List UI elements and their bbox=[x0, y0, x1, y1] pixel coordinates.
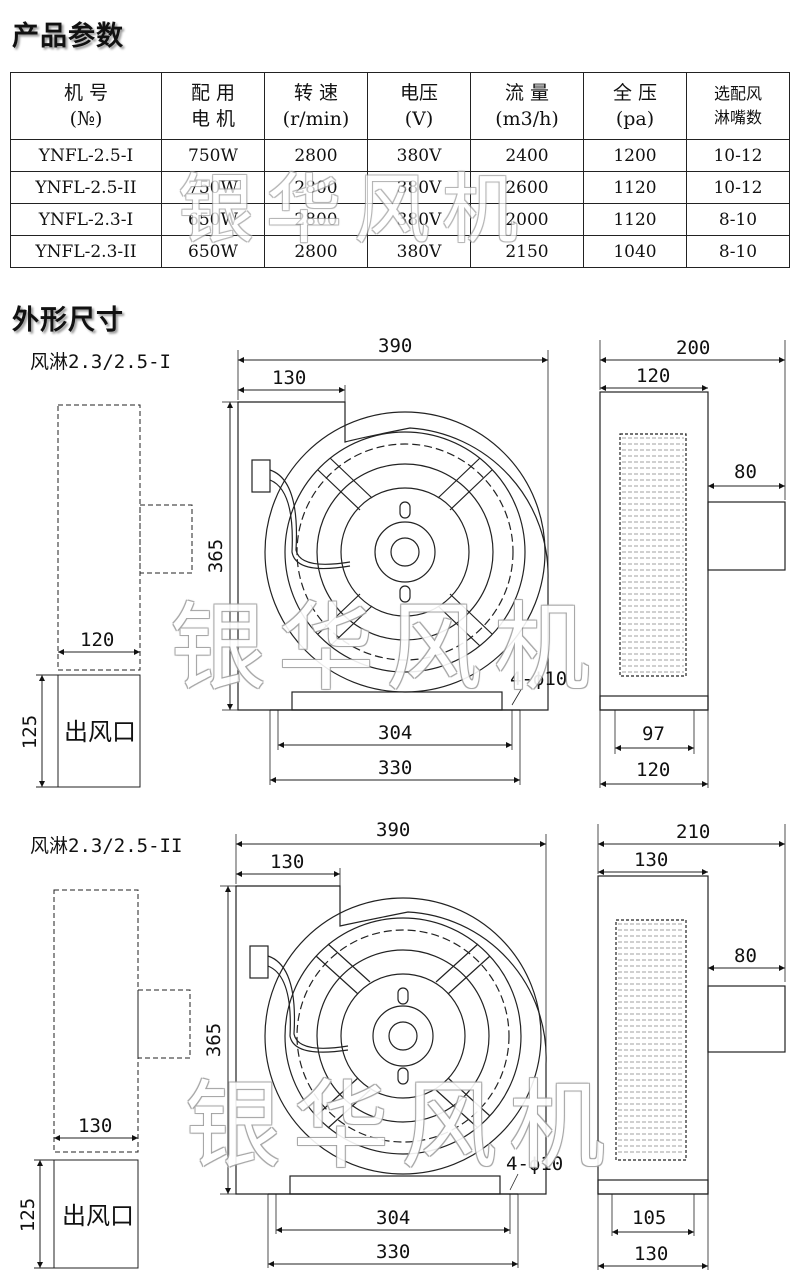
cell-flow: 2600 bbox=[470, 171, 584, 204]
cell-voltage: 380V bbox=[367, 139, 471, 172]
cell-voltage: 380V bbox=[367, 235, 471, 268]
cell-nozzles: 10-12 bbox=[686, 139, 790, 172]
cell-model: YNFL-2.5-II bbox=[10, 171, 162, 204]
cell-voltage: 380V bbox=[367, 171, 471, 204]
params-section-title: 产品参数 bbox=[12, 21, 124, 52]
cell-speed: 2800 bbox=[264, 203, 368, 236]
dim-side-front: 130 bbox=[634, 849, 668, 871]
dim-outlet-height: 125 bbox=[19, 715, 41, 749]
header-speed: 转 速(r/min) bbox=[264, 72, 368, 140]
dim-base-outer: 330 bbox=[376, 1241, 410, 1263]
cell-motor: 650W bbox=[161, 203, 265, 236]
cell-pressure: 1040 bbox=[583, 235, 687, 268]
cell-flow: 2150 bbox=[470, 235, 584, 268]
cell-pressure: 1200 bbox=[583, 139, 687, 172]
dim-total-width: 390 bbox=[376, 819, 410, 841]
header-flow: 流 量(m3/h) bbox=[470, 72, 584, 140]
header-motor: 配 用电 机 bbox=[161, 72, 265, 140]
fan-front-view bbox=[222, 350, 549, 785]
cell-nozzles: 8-10 bbox=[686, 235, 790, 268]
dim-base-outer: 330 bbox=[378, 757, 412, 779]
cell-nozzles: 10-12 bbox=[686, 171, 790, 204]
cell-speed: 2800 bbox=[264, 171, 368, 204]
side-grille bbox=[618, 923, 684, 1153]
dims-section-title: 外形尺寸 bbox=[12, 305, 124, 336]
dim-inlet-width: 130 bbox=[270, 851, 304, 873]
outlet-sketch bbox=[34, 889, 191, 1269]
side-grille bbox=[622, 437, 684, 673]
cell-motor: 650W bbox=[161, 235, 265, 268]
dim-outlet-width: 120 bbox=[80, 629, 114, 651]
outlet-label: 出风口 bbox=[64, 718, 136, 746]
drawing-label: 风淋2.3/2.5-II bbox=[30, 835, 182, 857]
table-row: YNFL-2.5-II 750W 2800 380V 2600 1120 10-… bbox=[10, 171, 790, 204]
header-voltage: 电压(V) bbox=[367, 72, 471, 140]
cell-speed: 2800 bbox=[264, 235, 368, 268]
dim-side-depth: 210 bbox=[676, 821, 710, 843]
fan-front-view bbox=[220, 834, 547, 1268]
cell-model: YNFL-2.3-I bbox=[10, 203, 162, 236]
header-pressure: 全 压(pa) bbox=[583, 72, 687, 140]
drawing-type-1: 风淋2.3/2.5-I 120 125 出风口 bbox=[19, 335, 786, 788]
cell-pressure: 1120 bbox=[583, 203, 687, 236]
dim-holes: 4-ϕ10 bbox=[506, 1153, 563, 1175]
outlet-sketch bbox=[36, 404, 193, 788]
dim-side-base-outer: 130 bbox=[634, 1243, 668, 1265]
cell-model: YNFL-2.5-I bbox=[10, 139, 162, 172]
cell-flow: 2000 bbox=[470, 203, 584, 236]
cell-nozzles: 8-10 bbox=[686, 203, 790, 236]
dim-inlet-width: 130 bbox=[272, 367, 306, 389]
dim-outlet-height: 125 bbox=[17, 1198, 39, 1232]
cell-motor: 750W bbox=[161, 171, 265, 204]
dim-side-base-inner: 97 bbox=[642, 723, 665, 745]
drawing-type-2: 风淋2.3/2.5-II 130 125 出风口 bbox=[17, 819, 786, 1270]
header-nozzles: 选配风淋嘴数 bbox=[686, 72, 790, 140]
dim-side-depth: 200 bbox=[676, 337, 710, 359]
cell-voltage: 380V bbox=[367, 203, 471, 236]
spec-table: 机 号(№) 配 用电 机 转 速(r/min) 电压(V) 流 量(m3/h)… bbox=[10, 72, 790, 268]
table-row: YNFL-2.3-I 650W 2800 380V 2000 1120 8-10 bbox=[10, 203, 790, 236]
dim-side-outlet: 80 bbox=[734, 945, 757, 967]
dim-total-width: 390 bbox=[378, 335, 412, 357]
dim-base-inner: 304 bbox=[376, 1207, 410, 1229]
cell-motor: 750W bbox=[161, 139, 265, 172]
dim-side-base-inner: 105 bbox=[632, 1207, 666, 1229]
fan-side-view bbox=[599, 340, 786, 788]
cell-model: YNFL-2.3-II bbox=[10, 235, 162, 268]
table-row: YNFL-2.3-II 650W 2800 380V 2150 1040 8-1… bbox=[10, 235, 790, 268]
dim-height: 365 bbox=[205, 539, 227, 573]
dim-outlet-width: 130 bbox=[78, 1115, 112, 1137]
dim-side-base-outer: 120 bbox=[636, 759, 670, 781]
dim-height: 365 bbox=[203, 1023, 225, 1057]
dim-side-front: 120 bbox=[636, 365, 670, 387]
cell-speed: 2800 bbox=[264, 139, 368, 172]
table-row: YNFL-2.5-I 750W 2800 380V 2400 1200 10-1… bbox=[10, 139, 790, 172]
header-model: 机 号(№) bbox=[10, 72, 162, 140]
fan-side-view bbox=[597, 824, 786, 1270]
table-header-row: 机 号(№) 配 用电 机 转 速(r/min) 电压(V) 流 量(m3/h)… bbox=[10, 72, 790, 140]
drawing-label: 风淋2.3/2.5-I bbox=[30, 351, 171, 373]
cell-flow: 2400 bbox=[470, 139, 584, 172]
dim-base-inner: 304 bbox=[378, 722, 412, 744]
cell-pressure: 1120 bbox=[583, 171, 687, 204]
dim-side-outlet: 80 bbox=[734, 461, 757, 483]
outlet-label: 出风口 bbox=[62, 1202, 134, 1230]
dim-holes: 4-ϕ10 bbox=[510, 668, 567, 690]
